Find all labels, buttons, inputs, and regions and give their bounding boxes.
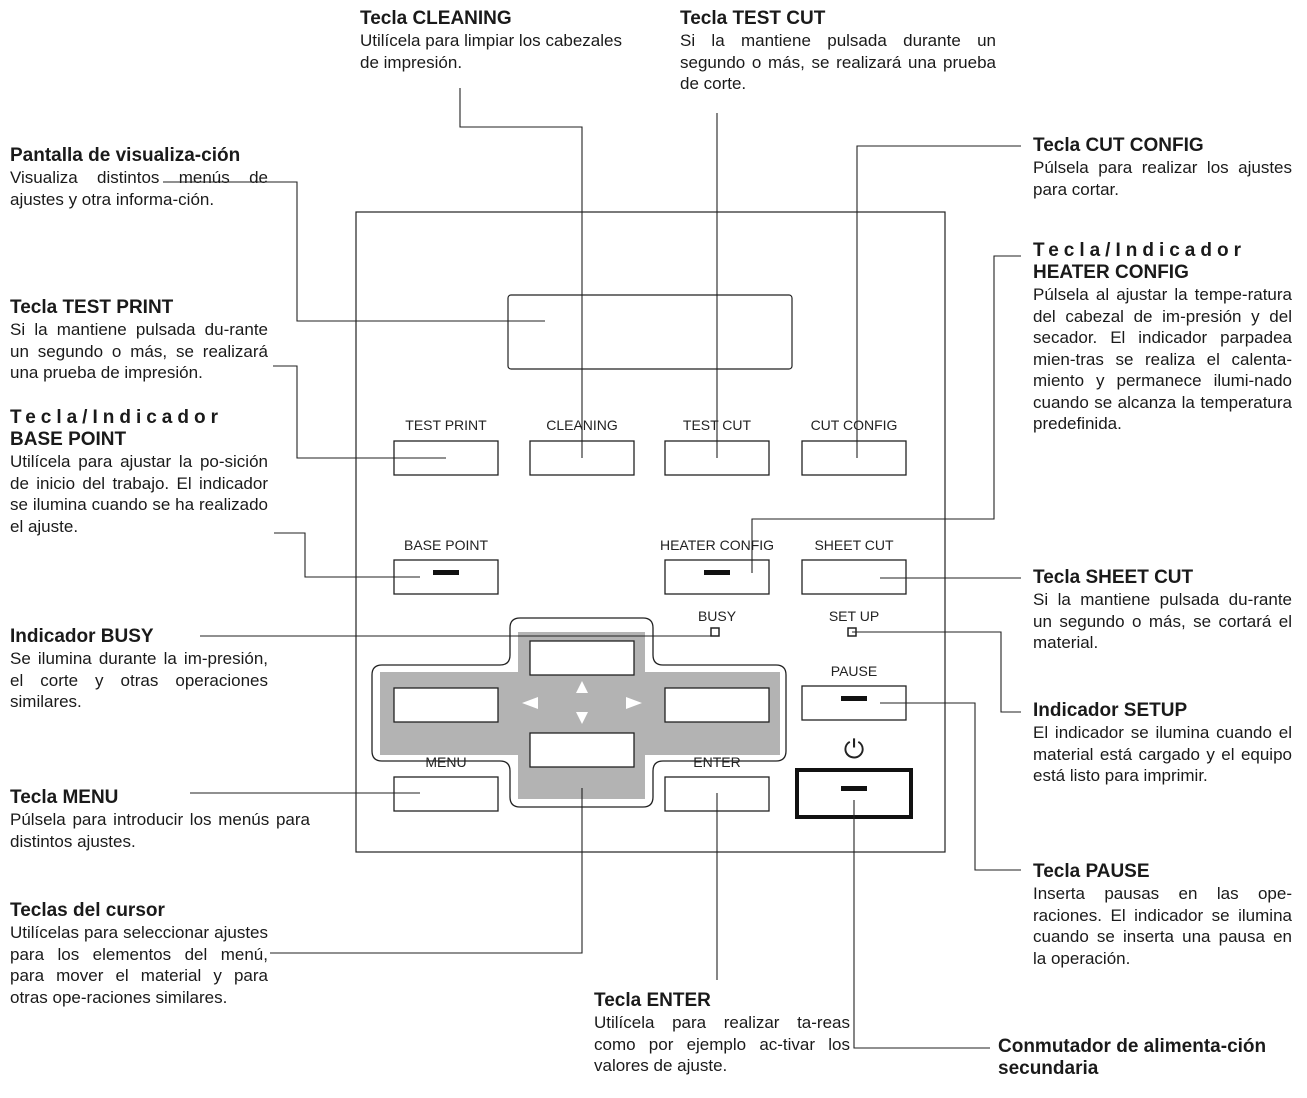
annotation-text: Utilícelas para seleccionar ajustes para… — [10, 923, 268, 1007]
label-pause: PAUSE — [831, 663, 877, 679]
annotation-text: Si la mantiene pulsada durante un segund… — [680, 31, 996, 93]
annotation-title: Teclas del cursor — [10, 900, 165, 921]
annotation-title: Indicador BUSY — [10, 626, 154, 647]
cursor-arrows — [522, 681, 642, 724]
annotation-cursor: Teclas del cursor Utilícelas para selecc… — [10, 900, 268, 1008]
label-heater-config: HEATER CONFIG — [660, 537, 774, 553]
annotation-title: Tecla TEST PRINT — [10, 297, 174, 318]
arrow-up-icon — [576, 681, 588, 693]
annotation-cut-config: Tecla CUT CONFIG Púlsela para realizar l… — [1033, 135, 1292, 200]
annotation-text: Utilícela para limpiar los cabezales de … — [360, 31, 622, 72]
annotation-text: El indicador se ilumina cuando el materi… — [1033, 723, 1292, 785]
annotation-base-point: Tecla/Indicador BASE POINT Utilícela par… — [10, 407, 268, 537]
menu-key[interactable] — [393, 776, 499, 812]
annotation-title: Tecla CUT CONFIG — [1033, 135, 1204, 156]
arrow-down-icon — [576, 712, 588, 724]
annotation-text: Utilícela para ajustar la po-sición de i… — [10, 452, 268, 536]
label-base-point: BASE POINT — [404, 537, 488, 553]
leader-lines — [163, 88, 1021, 1049]
annotation-title: Tecla/Indicador — [1033, 240, 1246, 261]
label-sheet-cut: SHEET CUT — [814, 537, 894, 553]
annotation-text: Inserta pausas en las ope-raciones. El i… — [1033, 884, 1292, 968]
annotation-setup: Indicador SETUP El indicador se ilumina … — [1033, 700, 1292, 787]
annotation-text: Púlsela para realizar los ajustes para c… — [1033, 158, 1292, 199]
arrow-right-icon — [626, 697, 642, 709]
arrow-left-icon — [522, 697, 538, 709]
annotation-test-cut: Tecla TEST CUT Si la mantiene pulsada du… — [680, 8, 996, 95]
display-window — [507, 294, 793, 370]
panel-outline — [355, 211, 946, 853]
label-menu: MENU — [425, 754, 466, 770]
label-test-print: TEST PRINT — [405, 417, 487, 433]
annotation-title: Conmutador de alimenta-ción secundaria — [998, 1036, 1267, 1079]
annotation-text: Utilícela para realizar ta-reas como por… — [594, 1013, 850, 1075]
annotation-title: Tecla/Indicador — [10, 407, 223, 428]
label-busy: BUSY — [698, 608, 737, 624]
cut-config-key[interactable] — [801, 440, 907, 476]
annotation-title: Indicador SETUP — [1033, 700, 1188, 721]
annotation-heater-config: Tecla/Indicador HEATER CONFIG Púlsela al… — [1033, 240, 1292, 435]
annotation-pause: Tecla PAUSE Inserta pausas en las ope-ra… — [1033, 861, 1292, 969]
annotation-cleaning: Tecla CLEANING Utilícela para limpiar lo… — [360, 8, 622, 73]
annotation-test-print: Tecla TEST PRINT Si la mantiene pulsada … — [10, 297, 268, 384]
annotation-title: Tecla MENU — [10, 787, 119, 808]
annotation-text: Púlsela para introducir los menús para d… — [10, 810, 310, 851]
annotation-title: Tecla CLEANING — [360, 8, 512, 29]
busy-indicator — [710, 627, 720, 637]
annotation-busy: Indicador BUSY Se ilumina durante la im-… — [10, 626, 268, 713]
base-point-led — [433, 570, 459, 575]
label-enter: ENTER — [693, 754, 740, 770]
label-set-up: SET UP — [829, 608, 879, 624]
annotation-title: Tecla SHEET CUT — [1033, 567, 1194, 588]
power-icon: ⏻ — [844, 735, 865, 765]
annotation-power: Conmutador de alimenta-ción secundaria — [998, 1036, 1298, 1080]
pause-led — [841, 696, 867, 701]
annotation-title-2: HEATER CONFIG — [1033, 262, 1189, 283]
power-led — [841, 786, 867, 791]
annotation-title: Tecla ENTER — [594, 990, 711, 1011]
annotation-title: Pantalla de visualiza-ción — [10, 145, 241, 166]
cursor-right-key[interactable] — [664, 687, 770, 723]
cursor-up-key[interactable] — [529, 640, 635, 676]
annotation-title: Tecla TEST CUT — [680, 8, 826, 29]
annotation-text: Si la mantiene pulsada du-rante un segun… — [10, 320, 268, 382]
label-cut-config: CUT CONFIG — [811, 417, 898, 433]
annotation-menu: Tecla MENU Púlsela para introducir los m… — [10, 787, 310, 852]
annotation-text: Se ilumina durante la im-presión, el cor… — [10, 649, 268, 711]
sheet-cut-key[interactable] — [801, 559, 907, 595]
cursor-down-key[interactable] — [529, 732, 635, 768]
annotation-sheet-cut: Tecla SHEET CUT Si la mantiene pulsada d… — [1033, 567, 1292, 654]
annotation-title-2: BASE POINT — [10, 429, 127, 450]
annotation-text: Si la mantiene pulsada du-rante un segun… — [1033, 590, 1292, 652]
annotation-enter: Tecla ENTER Utilícela para realizar ta-r… — [594, 990, 850, 1077]
heater-config-key[interactable] — [664, 559, 770, 595]
heater-config-led — [704, 570, 730, 575]
cursor-left-key[interactable] — [393, 687, 499, 723]
annotation-title: Tecla PAUSE — [1033, 861, 1150, 882]
annotation-text: Púlsela al ajustar la tempe-ratura del c… — [1033, 285, 1292, 433]
